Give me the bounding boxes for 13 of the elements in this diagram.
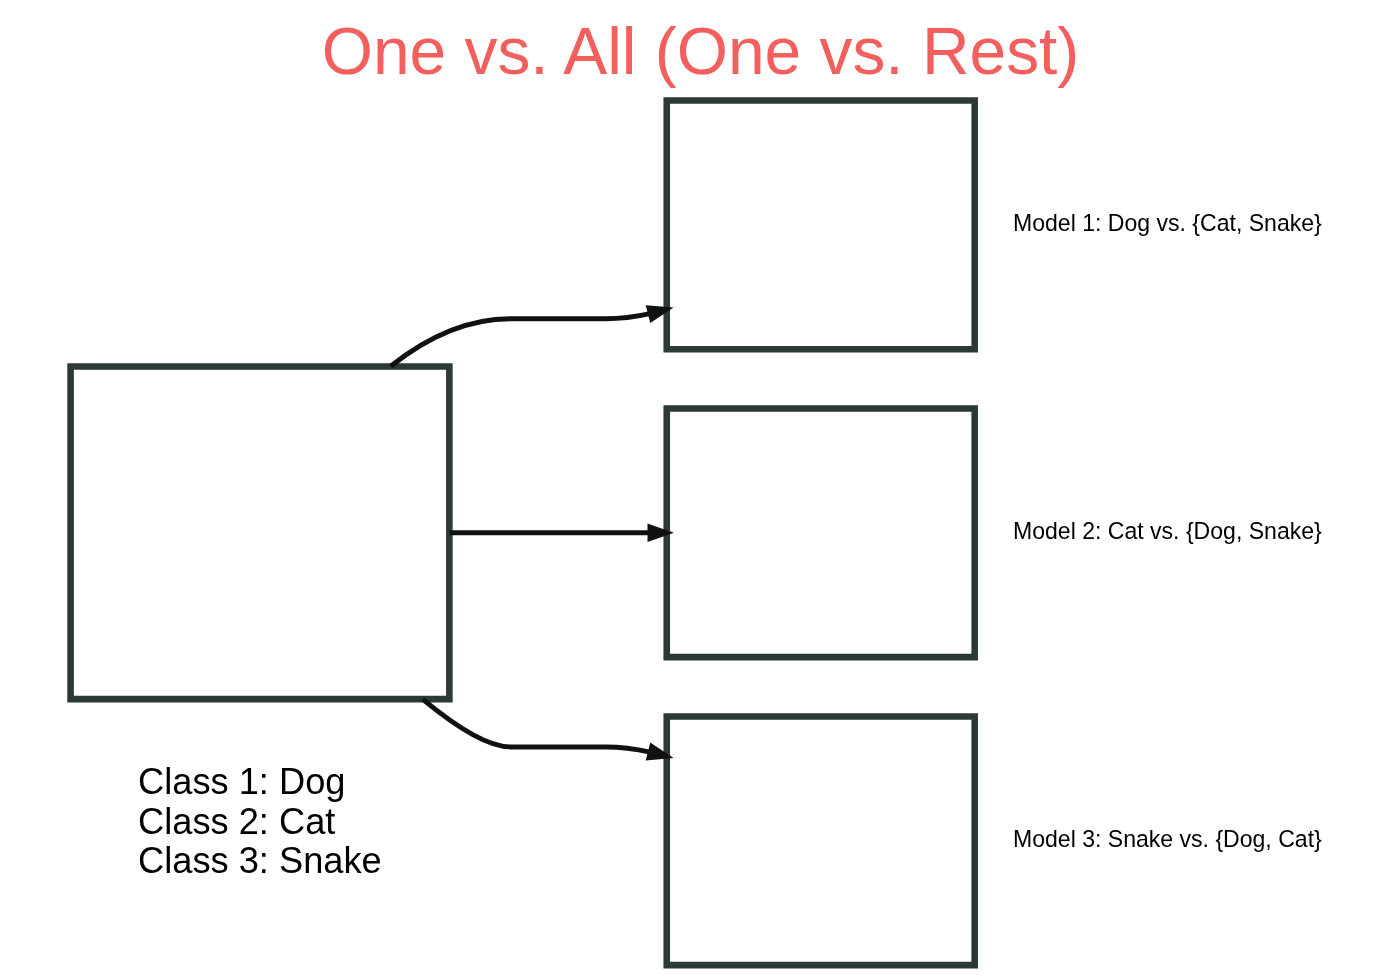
node-box <box>662 713 978 969</box>
node-label: Model 3: Snake vs. {Dog, Cat} <box>1012 825 1322 852</box>
node-box <box>66 363 453 703</box>
node-label: Model 2: Cat vs. {Dog, Snake} <box>1012 517 1322 544</box>
node-box <box>662 405 978 661</box>
arrow <box>388 305 674 369</box>
arrow <box>449 523 674 543</box>
diagram-title: One vs. All (One vs. Rest) <box>321 14 1079 89</box>
node-label: Model 1: Dog vs. {Cat, Snake} <box>1012 209 1322 236</box>
label: Class 3: Snake <box>137 840 382 882</box>
arrow <box>420 697 674 761</box>
label: Class 1: Dog <box>137 761 345 802</box>
node-box <box>662 97 978 353</box>
